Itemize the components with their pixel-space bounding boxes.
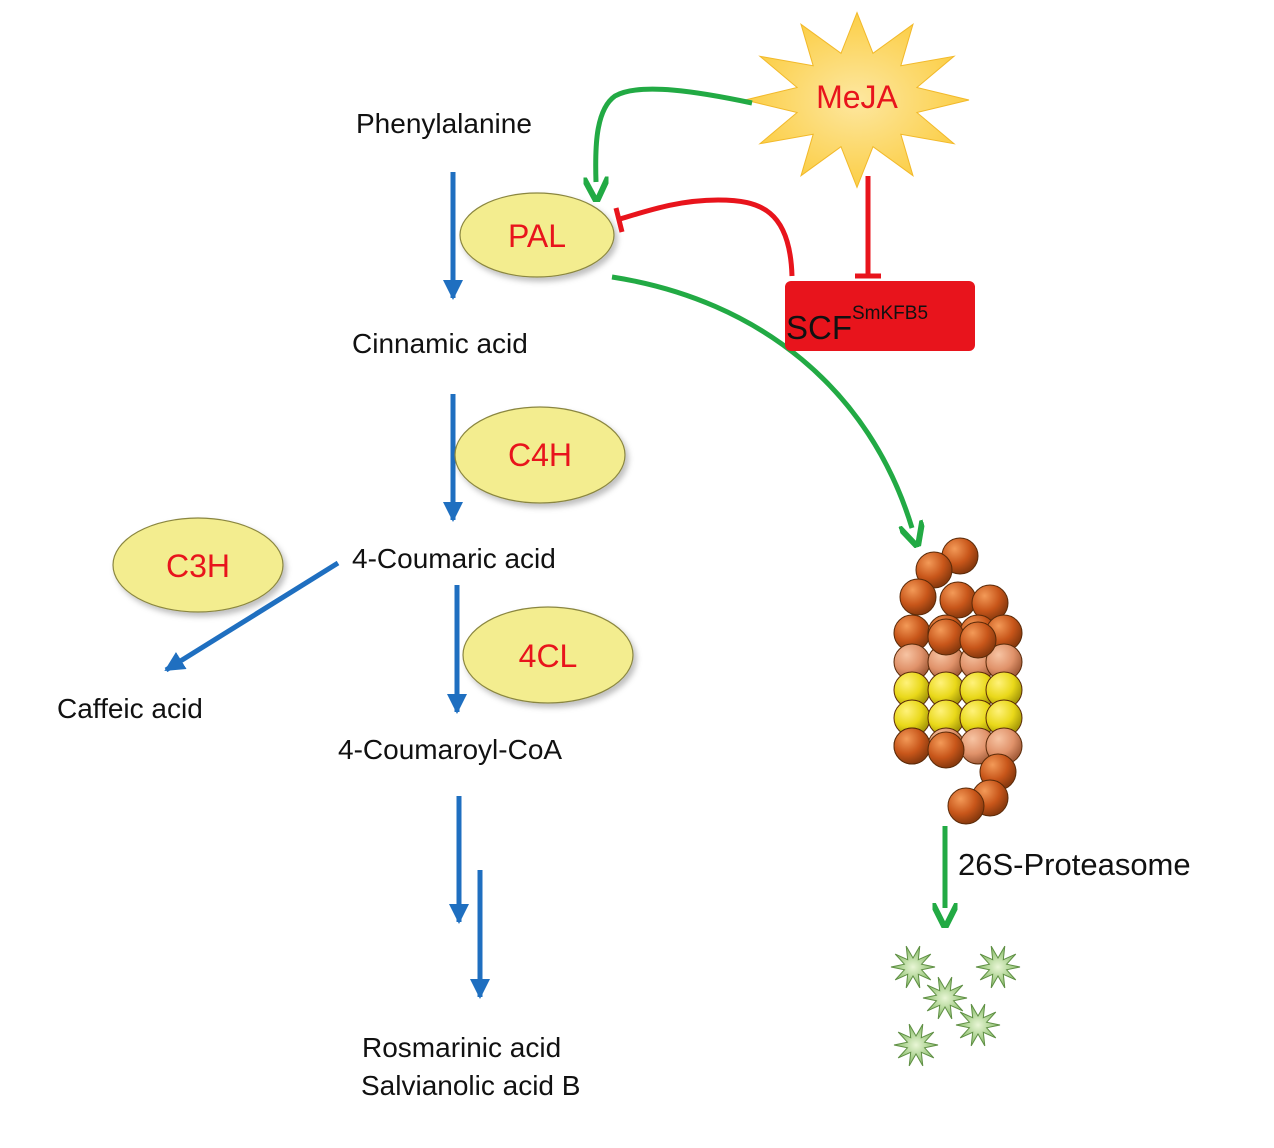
scf-complex: SCFSmKFB5 <box>785 281 975 351</box>
proteasome-cap-subunit <box>939 581 977 619</box>
enzyme-4cl-ellipse <box>462 606 634 704</box>
enzyme-pal-ellipse <box>459 192 615 278</box>
enzyme-c3h-ellipse <box>112 517 284 613</box>
meja-star-burst <box>744 11 970 189</box>
meja-signal: MeJA <box>744 11 970 189</box>
label-phenylalanine: Phenylalanine <box>356 108 532 139</box>
scf-box <box>785 281 975 351</box>
peptide-fragment <box>955 1003 1001 1047</box>
peptide-fragment <box>890 945 936 989</box>
enzyme-c4h: C4H <box>454 406 626 504</box>
label-caffeic-acid: Caffeic acid <box>57 693 203 724</box>
pathway-arrows <box>164 172 490 999</box>
proteasome-cap-subunit <box>899 578 937 616</box>
enzyme-c3h: C3H <box>112 517 284 613</box>
activation-pal-to-proteasome <box>611 274 912 528</box>
label-rosmarinic-acid: Rosmarinic acid <box>362 1032 561 1063</box>
activation-meja-to-pal <box>596 86 753 182</box>
proteasome-cap-subunit <box>959 621 997 659</box>
arrow-coumaric-to-caffeic <box>164 560 340 673</box>
label-4-coumaroyl-coa: 4-Coumaroyl-CoA <box>338 734 562 765</box>
enzyme-c4h-ellipse <box>454 406 626 504</box>
proteasome-cap-subunit <box>893 727 931 765</box>
label-cinnamic-acid: Cinnamic acid <box>352 328 528 359</box>
inhibition-scf-to-pal-bar <box>613 207 625 233</box>
scf-superscript-label: SmKFB5 <box>852 303 928 324</box>
peptide-fragment <box>975 945 1021 989</box>
scf-label: SCFSmKFB5 <box>786 303 928 346</box>
proteasome-cap-subunit <box>927 731 965 769</box>
peptide-fragment <box>922 976 968 1020</box>
proteasome-26s <box>893 537 1023 825</box>
enzyme-4cl: 4CL <box>462 606 634 704</box>
inhibition-edges <box>613 176 881 279</box>
meja-label: MeJA <box>816 79 898 115</box>
enzyme-4cl-label: 4CL <box>519 638 578 674</box>
label-4-coumaric-acid: 4-Coumaric acid <box>352 543 556 574</box>
enzyme-c3h-label: C3H <box>166 548 230 584</box>
degradation-fragments <box>890 945 1021 1067</box>
proteasome-label: 26S-Proteasome <box>958 847 1191 882</box>
inhibition-scf-to-pal <box>619 197 795 277</box>
label-salvianolic-acid-b: Salvianolic acid B <box>361 1070 580 1101</box>
proteasome-cap-subunit <box>947 787 985 825</box>
enzyme-c4h-label: C4H <box>508 437 572 473</box>
proteasome-cap-subunit <box>927 618 965 656</box>
enzyme-pal: PAL <box>459 192 615 278</box>
scf-main-label: SCF <box>786 309 852 346</box>
peptide-fragment <box>893 1023 939 1067</box>
enzyme-pal-label: PAL <box>508 218 566 254</box>
